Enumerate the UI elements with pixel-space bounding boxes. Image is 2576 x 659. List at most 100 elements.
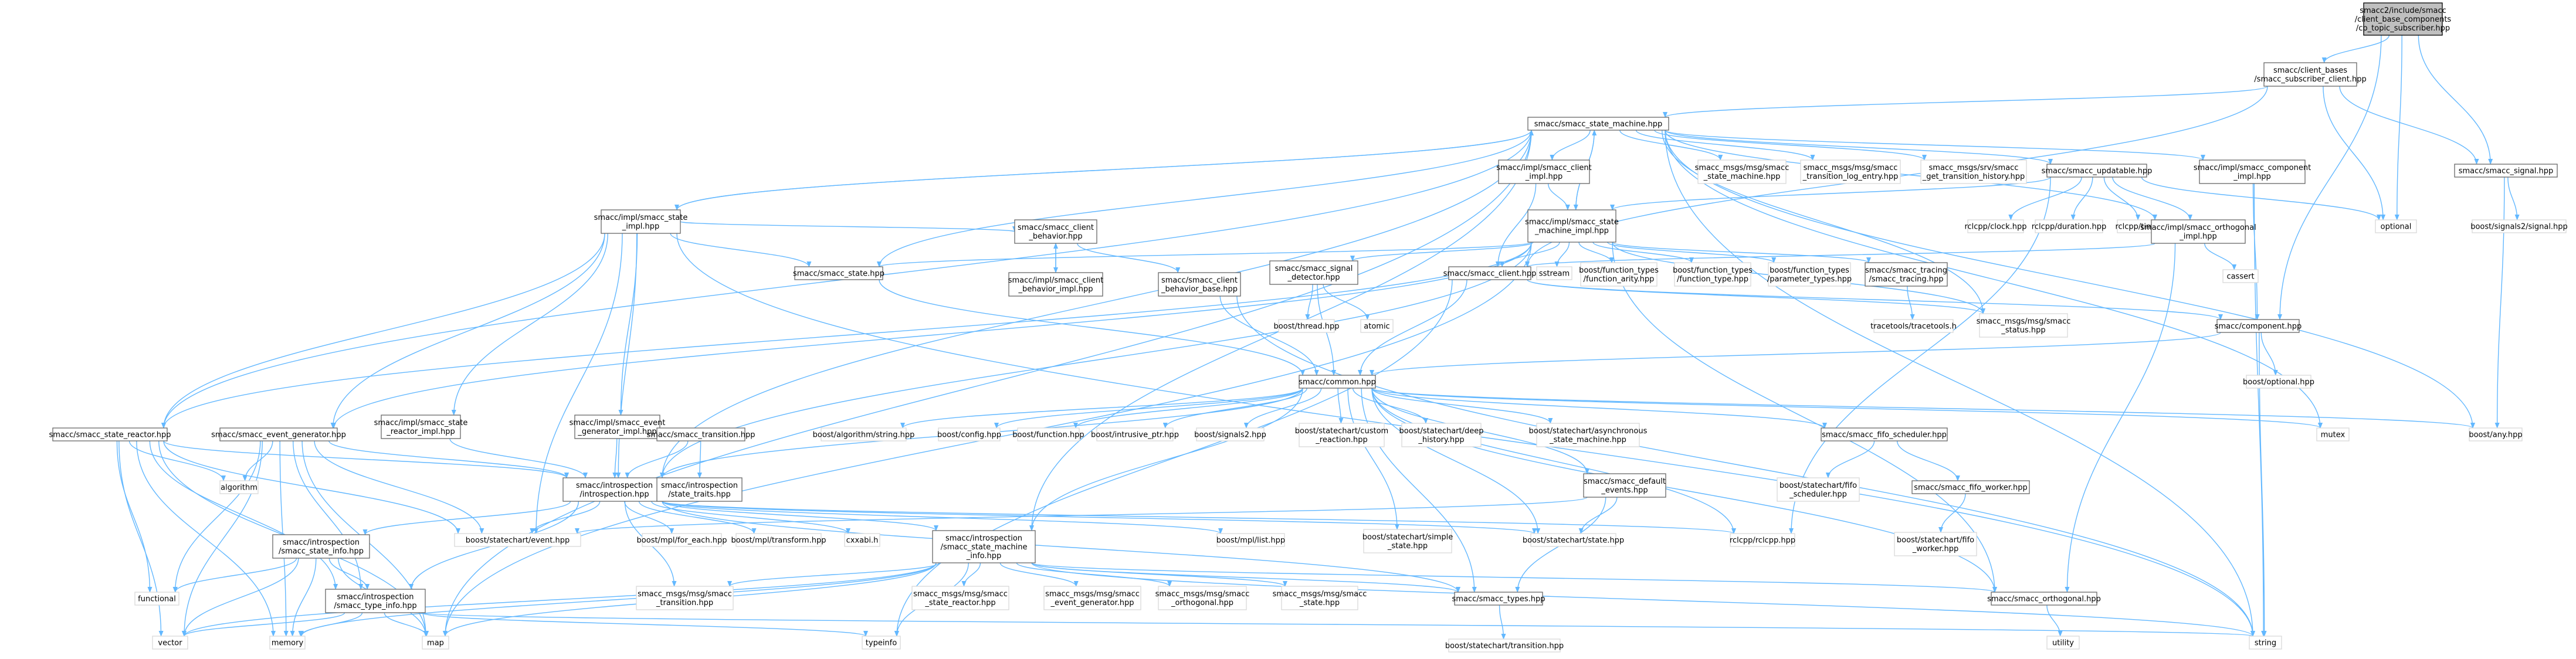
node-box	[1580, 262, 1658, 287]
node-n28[interactable]: smacc/smacc_tracing/smacc_tracing.hpp	[1865, 262, 1948, 287]
node-box	[1363, 529, 1452, 553]
node-n70[interactable]: smacc/introspection/smacc_state_machine_…	[932, 530, 1036, 563]
node-n57[interactable]: smacc/smacc_default_events.hpp	[1583, 473, 1666, 498]
edge-n41-n60	[314, 440, 484, 534]
node-n56[interactable]: smacc/introspection/state_traits.hpp	[656, 477, 743, 502]
node-n35[interactable]: smacc/component.hpp	[2215, 319, 2302, 333]
edge-n10-n84	[2253, 183, 2266, 637]
node-n5[interactable]: smacc/impl/smacc_client_impl.hpp	[1496, 159, 1592, 184]
node-box	[1269, 260, 1358, 285]
node-n40[interactable]: smacc/smacc_state_reactor.hpp	[49, 427, 171, 441]
node-n22[interactable]: smacc/smacc_signal_detector.hpp	[1269, 260, 1358, 285]
node-n3[interactable]: smacc/smacc_signal.hpp	[2454, 164, 2558, 178]
edge-n69-n80	[182, 558, 299, 637]
node-n38[interactable]: smacc/impl/smacc_state_reactor_impl.hpp	[374, 415, 468, 439]
node-label: smacc_msgs/msg/smacc	[1695, 164, 1789, 172]
node-box	[1967, 219, 2024, 233]
node-n26: boost/function_types/function_type.hpp	[1673, 262, 1753, 287]
node-box	[574, 415, 660, 439]
node-n79[interactable]: smacc/smacc_orthogonal.hpp	[1987, 592, 2101, 606]
node-label: cassert	[2226, 273, 2254, 281]
node-box	[1865, 262, 1948, 287]
edge-n37-n67	[1371, 388, 1736, 534]
node-n9[interactable]: smacc/smacc_updatable.hpp	[2042, 164, 2153, 178]
node-n21[interactable]: smacc/smacc_client_behavior.hpp	[1014, 219, 1097, 244]
edge-n55-n66	[662, 501, 1537, 534]
node-label: /smacc_type_info.hpp	[334, 602, 416, 610]
node-n25: boost/function_types/function_arity.hpp	[1579, 262, 1659, 287]
node-n55[interactable]: smacc/introspection/introspection.hpp	[562, 477, 666, 502]
node-box	[1697, 159, 1787, 184]
node-n1[interactable]: smacc/client_bases/smacc_subscriber_clie…	[2254, 62, 2367, 87]
edge-n57-n60	[575, 497, 1588, 534]
node-n59[interactable]: smacc/smacc_fifo_worker.hpp	[1911, 480, 2030, 494]
node-n52[interactable]: smacc/smacc_fifo_scheduler.hpp	[1821, 427, 1948, 441]
edge-n37-n44	[994, 388, 1303, 429]
node-label: _events.hpp	[1601, 486, 1648, 495]
node-n41[interactable]: smacc/smacc_event_generator.hpp	[211, 427, 346, 441]
node-label: smacc_msgs/msg/smacc	[638, 590, 732, 599]
node-label: _info.hpp	[966, 552, 1002, 561]
edge-n72-n80	[182, 612, 345, 637]
edge-n42-n56	[697, 440, 702, 478]
node-n18[interactable]: smacc/impl/smacc_orthogonal_impl.hpp	[2140, 219, 2256, 244]
node-n72[interactable]: smacc/introspection/smacc_type_info.hpp	[325, 589, 426, 613]
node-n0[interactable]: smacc2/include/smacc/client_base_compone…	[2355, 2, 2452, 36]
node-box	[1158, 272, 1241, 297]
node-label: _reaction.hpp	[1315, 436, 1367, 444]
node-label: smacc/smacc_state_reactor.hpp	[49, 431, 171, 440]
node-box	[1278, 319, 1335, 333]
node-n49: boost/statechart/deep_history.hpp	[1399, 423, 1484, 447]
edge-n41-n80	[182, 440, 263, 637]
edge-n2-n6	[1619, 130, 1723, 161]
node-n78[interactable]: smacc/smacc_types.hpp	[1452, 592, 1545, 606]
node-n42[interactable]: smacc/smacc_transition.hpp	[646, 427, 755, 441]
node-label: rclcpp/clock.hpp	[1964, 223, 2026, 232]
node-n75: smacc_msgs/msg/smacc_event_generator.hpp	[1043, 586, 1141, 610]
node-n20[interactable]: smacc/impl/smacc_client_behavior_impl.hp…	[1008, 272, 1104, 297]
edge-n30-n37	[1219, 295, 1319, 376]
node-label: smacc_msgs/msg/smacc	[1804, 164, 1898, 172]
node-box	[1360, 319, 1394, 333]
node-box	[1299, 423, 1385, 447]
node-n13[interactable]: smacc/impl/smacc_state_machine_impl.hpp	[1525, 209, 1619, 243]
node-n30[interactable]: smacc/smacc_client_behavior_base.hpp	[1158, 272, 1241, 297]
node-label: smacc2/include/smacc	[2360, 6, 2446, 15]
edge-n13-n40	[161, 242, 1532, 429]
edge-n12-n41	[330, 233, 605, 429]
edge-n70-n74	[961, 562, 981, 587]
edge-n37-n79	[1371, 388, 1997, 593]
edge-n55-n63	[651, 501, 850, 534]
node-label: boost/mpl/for_each.hpp	[637, 536, 727, 545]
node-n19[interactable]: smacc/smacc_state.hpp	[793, 266, 884, 280]
node-n23[interactable]: smacc/smacc_client.hpp	[1443, 266, 1537, 280]
node-n37[interactable]: smacc/common.hpp	[1299, 375, 1376, 389]
edge-n72-n84	[421, 612, 2255, 637]
node-n66: boost/statechart/state.hpp	[1523, 533, 1624, 547]
edge-n55-n64	[662, 501, 1223, 534]
node-box	[2216, 319, 2300, 333]
edge-n0-n1	[2321, 35, 2389, 63]
node-box	[2035, 219, 2103, 233]
node-n10[interactable]: smacc/impl/smacc_component_impl.hpp	[2194, 159, 2311, 184]
node-n12[interactable]: smacc/impl/smacc_state_impl.hpp	[594, 209, 688, 234]
node-n64: boost/mpl/list.hpp	[1216, 533, 1285, 547]
node-n2[interactable]: smacc/smacc_state_machine.hpp	[1527, 117, 1669, 131]
edge-n13-n79	[1612, 242, 1997, 593]
node-n58: boost/statechart/fifo_scheduler.hpp	[1777, 477, 1860, 502]
edge-n5-n13	[1547, 183, 1570, 210]
node-n69[interactable]: smacc/introspection/smacc_state_info.hpp	[272, 534, 370, 559]
edge-n5-n23	[1495, 183, 1537, 267]
node-label: _detector.hpp	[1287, 273, 1340, 282]
node-box	[1401, 423, 1482, 447]
edge-n30-n84	[1236, 295, 2255, 637]
node-n39[interactable]: smacc/impl/smacc_event_generator_impl.hp…	[570, 415, 666, 439]
node-n53: boost/any.hpp	[2469, 427, 2523, 441]
node-box	[1979, 313, 2068, 338]
node-box	[642, 533, 722, 547]
node-label: smacc_msgs/msg/smacc	[1273, 590, 1367, 599]
node-box	[1448, 266, 1531, 280]
node-label: vector	[158, 639, 182, 648]
edge-n21-n30	[1077, 243, 1181, 273]
node-label: _state_machine.hpp	[1549, 436, 1626, 444]
